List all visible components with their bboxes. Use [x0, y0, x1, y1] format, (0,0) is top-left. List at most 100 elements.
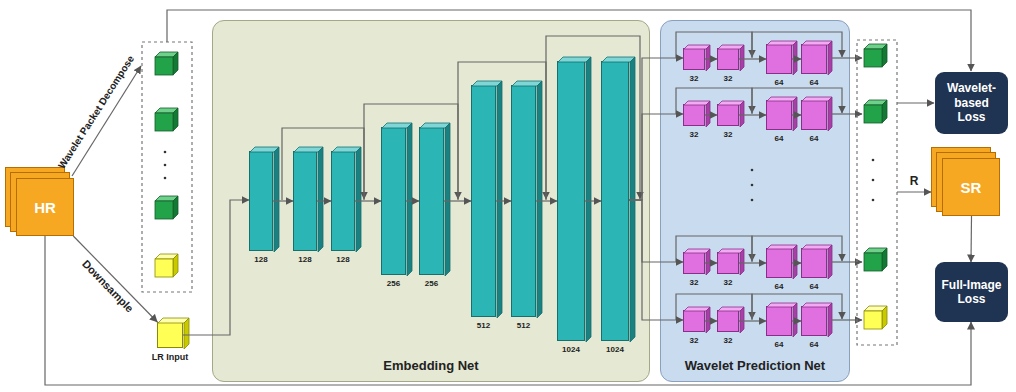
- layer-size: 64: [810, 282, 819, 291]
- cube-faces: [332, 147, 361, 252]
- output-arrow: [897, 102, 934, 103]
- cube-faces: [158, 318, 189, 349]
- image-stack: HR: [16, 178, 74, 236]
- cube-top: [558, 57, 591, 62]
- loss-box: Full-Image Loss: [935, 262, 1008, 322]
- skip-line: [752, 294, 842, 320]
- feature-layer: 128: [293, 151, 317, 251]
- layer-size: 512: [517, 321, 530, 330]
- layer-size: 32: [724, 278, 733, 287]
- connector: [73, 236, 157, 322]
- layer-size: 32: [724, 336, 733, 345]
- layer-size: 64: [810, 134, 819, 143]
- cube-faces: [472, 81, 502, 318]
- cube-faces: [802, 97, 832, 131]
- image-stack: SR: [942, 158, 1000, 216]
- dashed-group: [142, 42, 192, 292]
- layer-size: 512: [477, 321, 490, 330]
- skip-line: [546, 36, 640, 200]
- connector: [585, 200, 601, 201]
- connector: [792, 58, 801, 59]
- connector: [792, 262, 801, 263]
- cube-faces: [420, 123, 450, 276]
- layer-size: 128: [254, 255, 267, 264]
- connector: [45, 236, 971, 385]
- skip-line: [364, 104, 458, 200]
- output-arrow: [831, 113, 862, 114]
- layer-size: 32: [690, 336, 699, 345]
- cube-faces: [718, 249, 744, 275]
- conv-block: 32: [717, 48, 739, 70]
- cube-faces: [718, 307, 744, 333]
- skip-line: [458, 62, 546, 200]
- cube-side: [740, 249, 744, 275]
- layer-size: 32: [690, 74, 699, 83]
- connector: [273, 200, 293, 201]
- layer-size: 1024: [562, 345, 580, 354]
- connector: [792, 114, 801, 115]
- layer-size: 32: [724, 130, 733, 139]
- conv-block: 32: [683, 48, 705, 70]
- cube-faces: [802, 303, 832, 337]
- feature-layer: 1024: [601, 61, 629, 341]
- conv-block: 32: [717, 252, 739, 274]
- layer-size: 64: [775, 78, 784, 87]
- conv-block: 32: [683, 104, 705, 126]
- cube-top: [802, 41, 832, 45]
- layer-size: 64: [810, 78, 819, 87]
- layer-size: 32: [690, 278, 699, 287]
- loss-label: Full-Image Loss: [939, 278, 1004, 307]
- layer-size: 128: [336, 255, 349, 264]
- cube-side: [445, 123, 450, 276]
- layer-size: 64: [775, 340, 784, 349]
- connector: [705, 58, 717, 59]
- image-label: SR: [961, 179, 982, 196]
- skip-line: [752, 32, 842, 58]
- cube-side: [184, 318, 189, 349]
- cube-faces: [684, 249, 710, 275]
- feature-layer: 256: [381, 127, 406, 275]
- cube-faces: [382, 123, 412, 276]
- connector: [629, 114, 683, 200]
- cube-side: [318, 147, 323, 252]
- feature-layer: 128: [331, 151, 355, 251]
- ellipsis-dots: [164, 151, 875, 202]
- cube-top: [767, 97, 797, 101]
- layer-size: 32: [690, 130, 699, 139]
- cube-side: [706, 307, 710, 333]
- conv-block: 32: [683, 252, 705, 274]
- image-label: HR: [34, 199, 56, 216]
- cube-side: [586, 57, 591, 342]
- operator-label: R: [910, 174, 919, 188]
- connector: [739, 114, 766, 115]
- cube-top: [767, 41, 797, 45]
- cube-faces: [684, 307, 710, 333]
- connector: [629, 200, 683, 262]
- connector: [792, 320, 801, 321]
- connector: [739, 320, 766, 321]
- cube-faces: [802, 245, 832, 279]
- dashed-group: [857, 40, 897, 345]
- connector: [355, 200, 381, 201]
- cube-side: [407, 123, 412, 276]
- cube-side: [706, 45, 710, 71]
- conv-block: 32: [717, 310, 739, 332]
- feature-layer: 128: [249, 151, 273, 251]
- connector: [406, 200, 419, 201]
- network-panel: Wavelet Prediction Net323264643232646432…: [660, 20, 850, 382]
- feature-layer: 256: [419, 127, 444, 275]
- cube-side: [740, 45, 744, 71]
- cube-side: [793, 97, 797, 131]
- cube-side: [793, 303, 797, 337]
- conv-block: 64: [766, 44, 792, 74]
- coefficient-cubes: [155, 44, 887, 329]
- cube-faces: [684, 101, 710, 127]
- conv-block: 64: [801, 44, 827, 74]
- cube-side: [497, 81, 502, 318]
- cube-faces: [767, 97, 797, 131]
- cube-faces: [767, 41, 797, 75]
- cube-top: [802, 97, 832, 101]
- layer-size: 32: [724, 74, 733, 83]
